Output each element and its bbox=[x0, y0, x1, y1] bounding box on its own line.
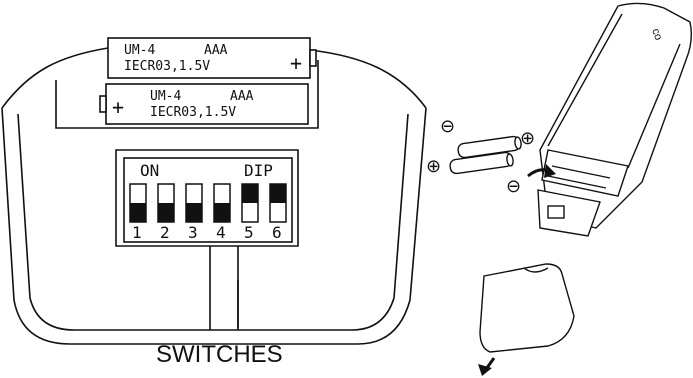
battery-top-size: AAA bbox=[204, 43, 228, 58]
dip-switch-number: 5 bbox=[244, 223, 254, 242]
remote-logo: co bbox=[649, 27, 664, 42]
plus-symbol-1: ⊕ bbox=[520, 128, 535, 148]
switches-callout-label: SWITCHES bbox=[156, 341, 283, 368]
dip-switch-window bbox=[123, 157, 293, 243]
cavity-line bbox=[55, 60, 319, 129]
loose-battery-2 bbox=[449, 151, 514, 175]
remote-control bbox=[449, 2, 693, 353]
remote-body-edge bbox=[547, 13, 681, 169]
battery-bottom-model: UM-4 bbox=[150, 89, 181, 104]
battery-top-spec: IECR03,1.5V bbox=[124, 59, 210, 74]
plus-symbol-2: ⊕ bbox=[426, 156, 441, 176]
dip-switch-2: 2 bbox=[157, 183, 175, 242]
remote-batteries-installed bbox=[547, 165, 611, 189]
insert-arrow-head bbox=[544, 164, 556, 178]
dip-switch-number: 1 bbox=[132, 223, 142, 242]
battery-cover bbox=[479, 263, 575, 353]
dip-switch-knob bbox=[270, 184, 286, 203]
dip-on-label: ON bbox=[140, 161, 159, 180]
battery-top-terminal bbox=[309, 49, 317, 67]
battery-labels: UM-4 AAA IECR03,1.5V + UM-4 AAA IECR03,1… bbox=[112, 43, 302, 120]
dip-switch-number: 6 bbox=[272, 223, 282, 242]
remove-cover-arrow-head bbox=[478, 364, 492, 376]
dip-switch-1: 1 bbox=[129, 183, 147, 242]
battery-cover-latch bbox=[523, 267, 549, 273]
battery-top-model: UM-4 bbox=[124, 43, 155, 58]
battery-bottom-terminal bbox=[99, 95, 107, 113]
battery-bottom-size: AAA bbox=[230, 89, 254, 104]
dip-switch-knob bbox=[242, 184, 258, 203]
dip-lead-lines bbox=[209, 246, 239, 330]
dip-switch-4: 4 bbox=[213, 183, 231, 242]
dip-switch-number: 4 bbox=[216, 223, 226, 242]
dip-switch-5: 5 bbox=[241, 183, 259, 242]
housing-outline bbox=[1, 107, 427, 345]
dip-switch-knob bbox=[158, 203, 174, 222]
minus-symbol-1: ⊖ bbox=[440, 116, 455, 136]
dip-switch-3: 3 bbox=[185, 183, 203, 242]
battery-compartment bbox=[1, 37, 427, 345]
polarity-symbols: ⊖ ⊕ ⊕ ⊖ bbox=[426, 116, 535, 196]
dip-switch-block bbox=[115, 149, 299, 247]
dip-switch-knob bbox=[214, 203, 230, 222]
battery-bottom-spec: IECR03,1.5V bbox=[150, 105, 236, 120]
dip-switch-knob bbox=[186, 203, 202, 222]
minus-symbol-2: ⊖ bbox=[506, 176, 521, 196]
housing-inner-outline bbox=[17, 113, 409, 331]
dip-switch-knob bbox=[130, 203, 146, 222]
battery-top-polarity: + bbox=[290, 51, 302, 75]
battery-bottom-polarity: + bbox=[112, 95, 124, 119]
dip-labels: ON DIP bbox=[140, 161, 273, 180]
remote-switch-window bbox=[547, 205, 565, 219]
remote-lower-section bbox=[537, 189, 601, 237]
battery-top-body bbox=[107, 37, 311, 79]
dip-switch-number: 3 bbox=[188, 223, 198, 242]
dip-dip-label: DIP bbox=[244, 161, 273, 180]
battery-bottom-body bbox=[105, 83, 309, 125]
loose-battery-1 bbox=[457, 135, 522, 159]
dip-switch-6: 6 bbox=[269, 183, 287, 242]
dip-switch-number: 2 bbox=[160, 223, 170, 242]
housing-top-curve bbox=[1, 47, 427, 109]
